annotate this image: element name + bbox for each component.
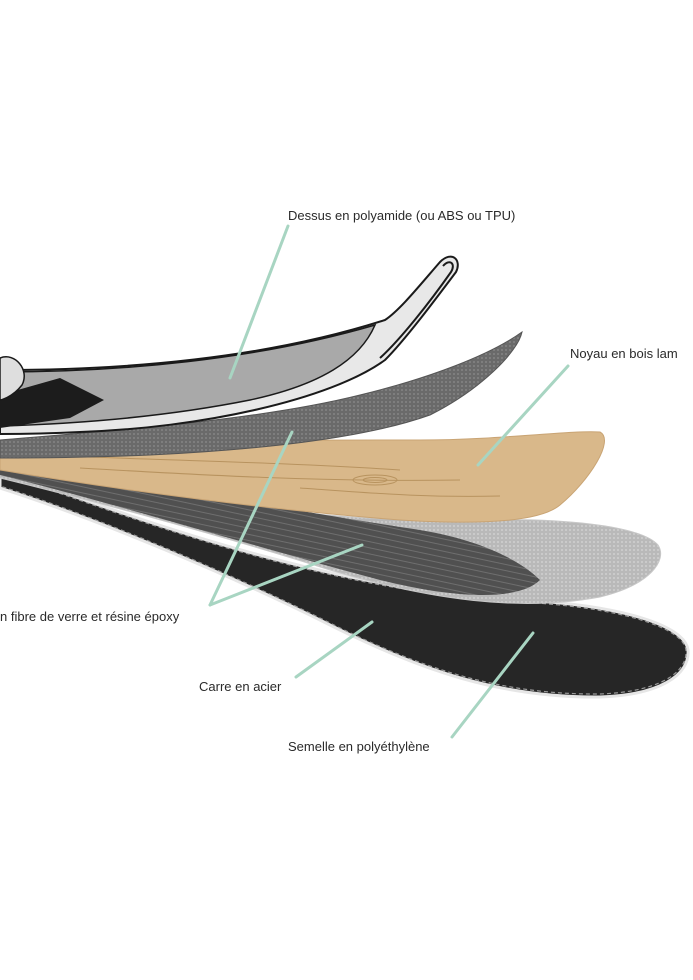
leader-top (228, 224, 290, 380)
leader-fiber-b (208, 543, 364, 607)
leader-lines (208, 224, 570, 739)
fiber-dark-upper-layer (0, 330, 523, 459)
leader-edge (294, 620, 374, 679)
label-wood-core: Noyau en bois lam (570, 346, 678, 361)
leader-fiber-a (208, 430, 294, 607)
base-layer (0, 468, 690, 699)
label-base: Semelle en polyéthylène (288, 739, 430, 754)
label-top-sheet: Dessus en polyamide (ou ABS ou TPU) (288, 208, 516, 223)
label-fiber: n fibre de verre et résine époxy (0, 609, 180, 624)
leader-base (450, 631, 535, 739)
label-steel-edge: Carre en acier (199, 679, 282, 694)
top-sheet-layer (0, 255, 459, 435)
leader-core (476, 364, 570, 467)
